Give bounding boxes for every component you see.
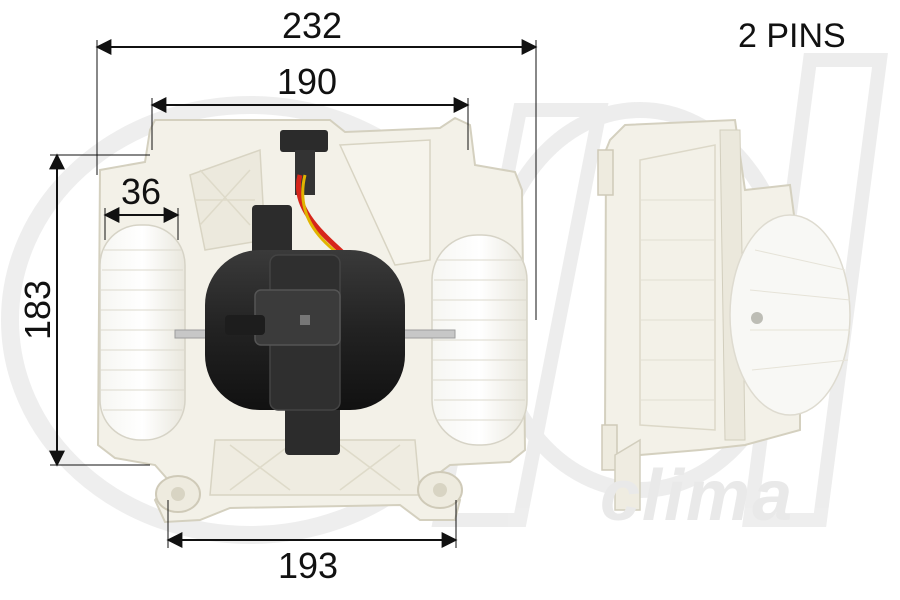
- pins-label: 2 PINS: [738, 17, 846, 55]
- electrical-connector: [280, 130, 347, 257]
- watermark-brand-text: clima: [600, 456, 795, 536]
- blower-housing-side: [597, 118, 851, 511]
- motor-mount-top: [252, 205, 292, 255]
- dimension-height: [49, 153, 150, 467]
- height-value: 183: [17, 279, 59, 341]
- dimension-mount-width: [150, 97, 470, 150]
- dimension-wheel-width: [103, 207, 180, 240]
- blower-motor: [205, 250, 405, 411]
- wheel-width-value: 36: [121, 171, 162, 212]
- dimension-base-width: [166, 500, 458, 548]
- base-width-value: 193: [278, 545, 339, 586]
- overall-width-value: 232: [282, 5, 343, 46]
- motor-mount-bottom: [285, 405, 340, 455]
- mount-width-value: 190: [277, 61, 338, 102]
- fan-wheel-right: [431, 234, 528, 446]
- fan-wheel-left: [99, 224, 186, 441]
- dimension-overall-width: [95, 39, 538, 320]
